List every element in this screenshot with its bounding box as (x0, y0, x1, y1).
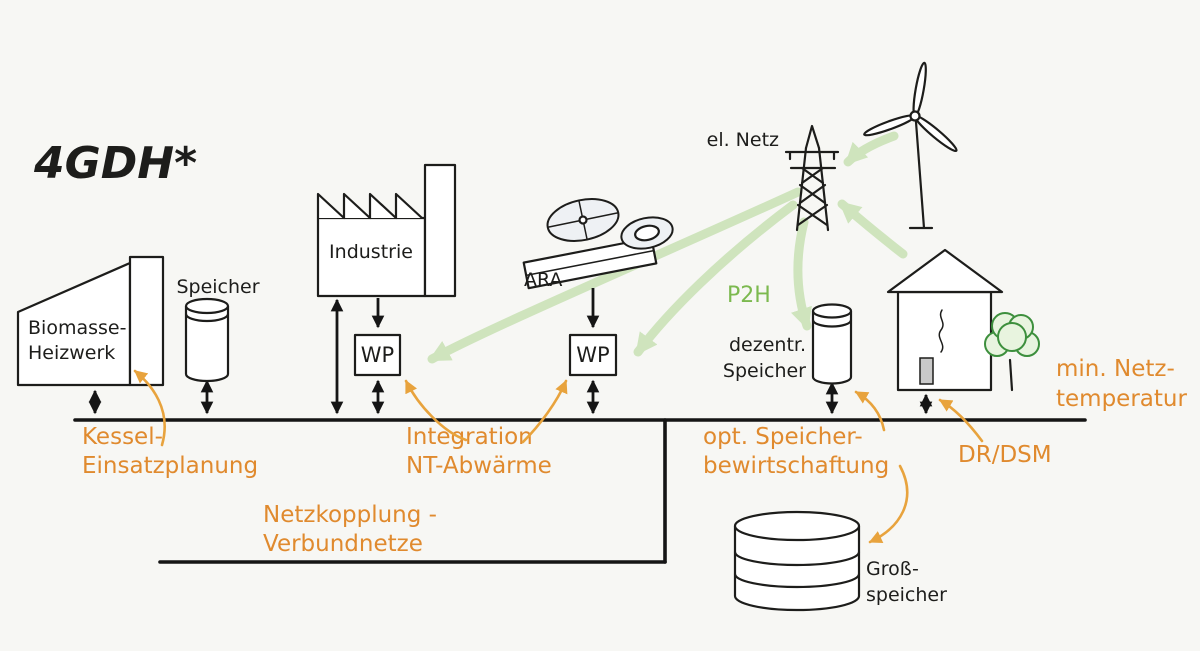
speicher-left-label: Speicher (176, 276, 259, 298)
annotation-netzkopplung: Netzkopplung - Verbundnetze (263, 502, 437, 557)
biomasse-label-line2: Heizwerk (28, 342, 115, 364)
annotation-integration: Integration NT-Abwärme (404, 379, 568, 479)
dezentr-speicher-label-line1: dezentr. (729, 334, 806, 356)
drdsm-arrow (938, 398, 984, 443)
opt-speicher-arrow-to-gross (868, 464, 909, 544)
annotation-kessel: Kessel- Einsatzplanung (82, 369, 258, 479)
ara-clarifier-hub (578, 215, 588, 225)
tower-brace-2 (798, 183, 827, 205)
industrie-hall-icon (316, 216, 427, 298)
speicher-left-cylinder-band (184, 312, 230, 323)
integration-label-line2: NT-Abwärme (406, 453, 552, 479)
gross-speicher-label-line1: Groß- (866, 558, 919, 580)
green-arrow-grid-to-dezentr-speicher (791, 217, 812, 331)
house-radiator-icon (919, 357, 934, 385)
speicher-left-node: Speicher (176, 276, 260, 383)
house-node (886, 248, 1004, 392)
tower-brace-1 (796, 203, 829, 227)
dezentr-speicher-label-line2: Speicher (723, 360, 806, 382)
page-title: 4GDH* (33, 138, 197, 189)
ara-label: ARA (524, 269, 562, 291)
industrie-tower-icon (423, 163, 457, 298)
green-arrow-house-to-grid (837, 199, 908, 259)
house-heating-squiggle-icon (938, 309, 944, 353)
gross-speicher-cylinder-body (733, 526, 861, 612)
industrie-sawtooth-roof-icon (316, 192, 423, 220)
network-connectors (88, 288, 933, 415)
dezentr-speicher-cylinder-body (811, 311, 853, 385)
industrie-label: Industrie (329, 241, 413, 263)
tree-trunk (1008, 358, 1014, 392)
el-netz-node: el. Netz (707, 124, 840, 232)
gross-speicher-band-1 (733, 550, 861, 567)
wind-turbine-icon (863, 61, 958, 230)
speicher-left-cylinder-body (184, 306, 230, 383)
green-arrow-grid-to-wp-right (633, 200, 798, 357)
district-heating-network (73, 418, 1087, 564)
wind-turbine-blade-1 (912, 61, 927, 118)
transmission-tower-icon (784, 124, 840, 232)
tower-crossarm-upper (784, 150, 840, 161)
tree-icon (984, 312, 1040, 392)
kessel-arrow (133, 369, 166, 447)
drdsm-label: DR/DSM (958, 442, 1052, 468)
p2h-arrows (427, 131, 908, 364)
opt-speicher-label-line2: bewirtschaftung (703, 453, 889, 479)
industrie-node: Industrie (316, 163, 457, 298)
integration-label-line1: Integration (406, 424, 533, 450)
gross-speicher-band-2 (733, 572, 861, 589)
wp-left-label: WP (361, 343, 394, 367)
kessel-label-line2: Einsatzplanung (82, 453, 258, 479)
gross-speicher-node: Groß- speicher (733, 510, 947, 612)
ara-node: ARA (522, 198, 674, 291)
tree-foliage-5 (997, 322, 1027, 352)
house-walls-icon (896, 290, 993, 392)
tower-mast (804, 124, 821, 150)
annotation-opt-speicher: opt. Speicher- bewirtschaftung (703, 390, 909, 544)
integration-arrow-to-wp-right (521, 379, 568, 444)
tower-leg-right (817, 146, 830, 232)
opt-speicher-arrow-to-dezentr (854, 390, 886, 432)
wp-right-label: WP (576, 343, 609, 367)
annotation-min-netz: min. Netz- temperatur (1056, 356, 1187, 412)
ara-clarifier-small-inner (634, 224, 660, 242)
biomasse-tower-icon (128, 255, 165, 387)
biomasse-label-line1: Biomasse- (28, 317, 126, 339)
tower-leg-left (795, 146, 808, 232)
integration-arrow-to-wp-left (404, 379, 468, 442)
wp-left-box (353, 333, 402, 377)
gross-speicher-label-line2: speicher (866, 584, 947, 606)
el-netz-label: el. Netz (707, 129, 779, 151)
dezentr-speicher-cylinder-top (811, 303, 853, 319)
speicher-left-cylinder-top (184, 297, 230, 315)
biomasse-heizwerk-node: Biomasse- Heizwerk (16, 255, 165, 387)
green-arrow-wind-to-grid-upper (843, 131, 899, 167)
p2h-label: P2H (727, 283, 771, 308)
kessel-label-line1: Kessel- (82, 424, 163, 450)
netzkopplung-label-line2: Verbundnetze (263, 531, 423, 557)
house-roof-icon (886, 248, 1004, 294)
netzkopplung-label-line1: Netzkopplung - (263, 502, 437, 528)
wp-right-node: WP (568, 333, 618, 377)
ara-tank-icon (522, 236, 658, 290)
min-netz-label-line1: min. Netz- (1056, 356, 1175, 382)
ara-tank-lane-line (525, 249, 655, 277)
opt-speicher-label-line1: opt. Speicher- (703, 424, 863, 450)
wind-turbine-pole (908, 120, 934, 230)
wp-left-node: WP (353, 333, 402, 377)
tower-brace-3 (800, 166, 825, 185)
min-netz-label-line2: temperatur (1056, 386, 1187, 412)
dezentr-speicher-cylinder-band (811, 318, 853, 328)
wp-right-box (568, 333, 618, 377)
annotation-drdsm: DR/DSM (938, 398, 1052, 468)
wind-turbine-hub (909, 110, 921, 122)
green-arrow-grid-to-wp-left (427, 187, 803, 364)
dezentr-speicher-node: dezentr. Speicher (723, 303, 853, 385)
gross-speicher-cylinder-top (733, 510, 861, 542)
